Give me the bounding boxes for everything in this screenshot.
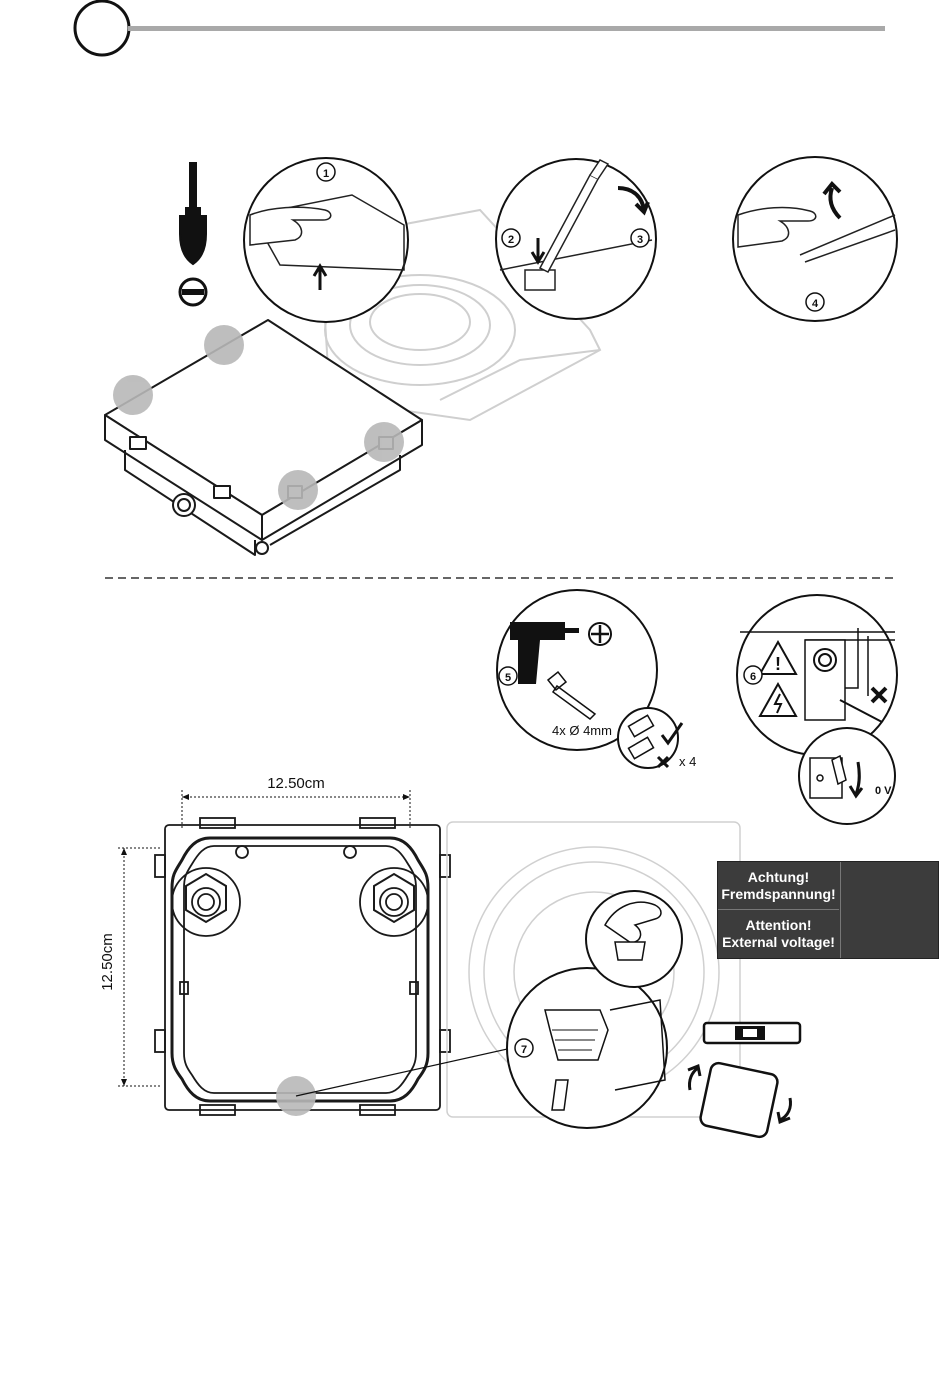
step-6-detail: ! 6 [737, 595, 897, 755]
step-number: 6 [750, 671, 756, 683]
screwdriver-icon [180, 163, 206, 305]
step-number: 7 [521, 1044, 527, 1056]
voltage-label: 0 V [875, 785, 892, 797]
hand-knob-detail [586, 891, 682, 987]
rotate-arrow-icon [778, 1098, 791, 1122]
svg-text:!: ! [775, 654, 781, 674]
rotate-arrow-icon [688, 1066, 700, 1090]
power-off-detail: 0 V [799, 728, 895, 824]
external-voltage-warning: Achtung! Fremdspannung! Attention! Exter… [717, 861, 939, 959]
anchor-count: x 4 [679, 754, 696, 769]
warning-german: Achtung! Fremdspannung! [718, 862, 839, 910]
width-dimension: 12.50cm [182, 775, 410, 830]
wall-anchor-detail: x 4 [618, 708, 696, 769]
warning-de-line1: Achtung! [748, 869, 809, 886]
cover-rotate-icon [688, 1062, 791, 1139]
step-4-detail: 4 [733, 157, 897, 321]
header-rule [128, 26, 885, 31]
warning-en-line1: Attention! [745, 917, 811, 934]
step-number: 2 [508, 234, 514, 246]
page-header [75, 1, 885, 55]
mounting-box-top-view [155, 818, 450, 1115]
warning-english: Attention! External voltage! [718, 910, 839, 957]
flat-slot-icon [182, 289, 204, 295]
dimension-width-label: 12.50cm [267, 775, 325, 792]
spirit-level-icon [704, 1023, 800, 1043]
clip-marker [364, 422, 404, 462]
step-7-detail: 7 [507, 968, 667, 1128]
height-dimension: 12.50cm [99, 848, 162, 1086]
pipe-fitting-left [172, 868, 240, 936]
screw-spec: 4x Ø 4mm [552, 723, 612, 738]
dimension-height-label: 12.50cm [99, 933, 116, 991]
clip-marker [113, 375, 153, 415]
warning-en-line2: External voltage! [722, 934, 835, 951]
step-number: 4 [812, 298, 819, 310]
clip-marker [204, 325, 244, 365]
step-number: 5 [505, 672, 511, 684]
step-2-3-detail: 2 3 [496, 159, 656, 319]
step-number: 3 [637, 234, 643, 246]
pipe-fitting-right [360, 868, 428, 936]
leader-line [296, 1048, 512, 1096]
step-1-detail: 1 [244, 158, 408, 322]
warning-divider [840, 862, 841, 958]
section-badge [75, 1, 129, 55]
clip-marker [278, 470, 318, 510]
warning-de-line2: Fremdspannung! [721, 886, 835, 903]
step-number: 1 [323, 168, 329, 180]
